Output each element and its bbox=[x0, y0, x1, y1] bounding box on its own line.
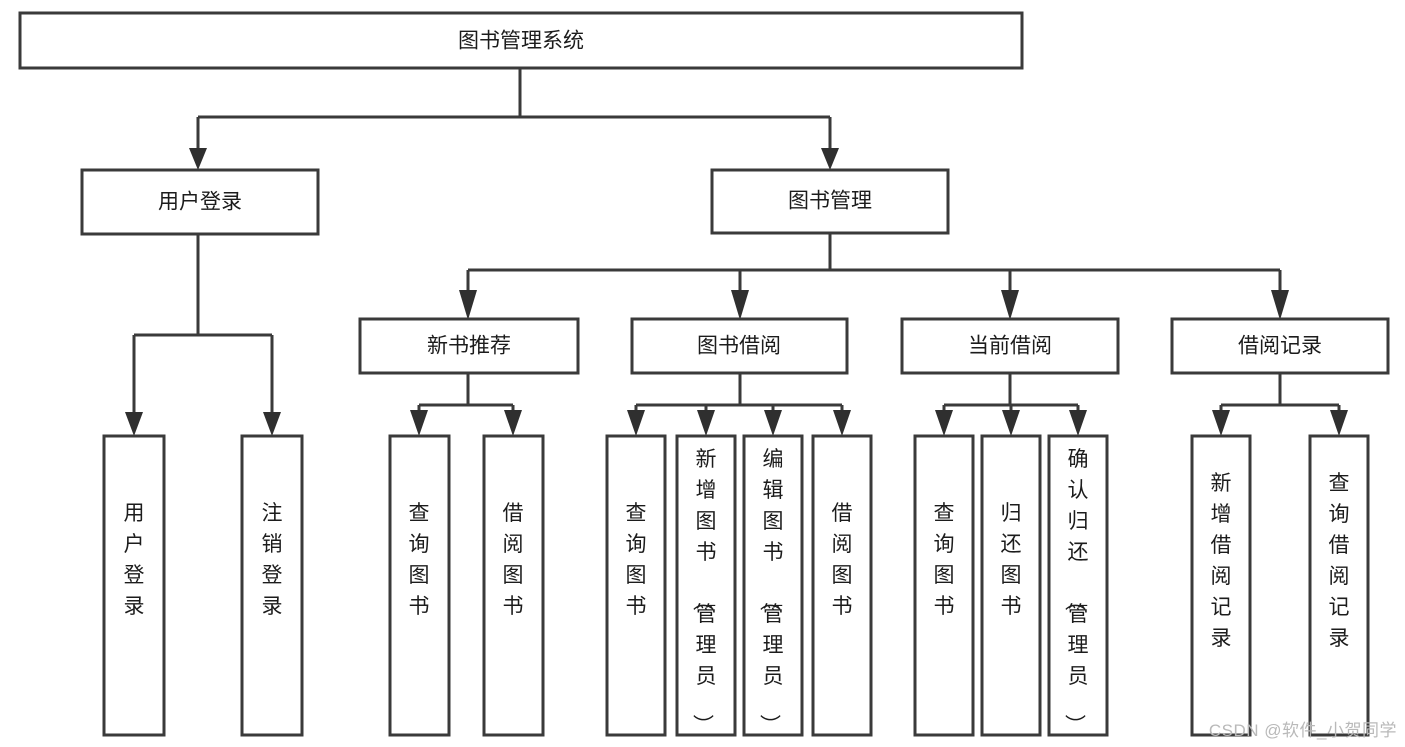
arrow-head-leaf-borrow-book-1 bbox=[504, 410, 522, 436]
node-user-login[interactable]: 用户登录 bbox=[80, 168, 320, 236]
node-leaf-confirm-return[interactable]: 确认归还（管理员） bbox=[1047, 434, 1109, 737]
node-leaf-query-book-2-label: 查询图书 bbox=[626, 502, 647, 618]
connector-group-book-borrow bbox=[627, 373, 851, 436]
node-book-borrow-label: 图书借阅 bbox=[697, 335, 781, 358]
node-book-borrow[interactable]: 图书借阅 bbox=[630, 317, 849, 375]
node-leaf-query-book-1-label: 查询图书 bbox=[409, 502, 430, 618]
connector-group-book-manage bbox=[459, 233, 1289, 320]
arrow-head-leaf-query-book-3 bbox=[935, 410, 953, 436]
node-book-manage-box[interactable] bbox=[710, 168, 950, 235]
node-leaf-borrow-book-1-box[interactable] bbox=[482, 434, 545, 737]
node-root-label: 图书管理系统 bbox=[458, 30, 584, 53]
node-leaf-borrow-book-2-box[interactable] bbox=[811, 434, 873, 737]
node-leaf-add-book-box[interactable] bbox=[675, 434, 737, 737]
node-book-borrow-box[interactable] bbox=[630, 317, 849, 375]
node-leaf-return-book-label: 归还图书 bbox=[1001, 502, 1022, 618]
node-leaf-add-record-label: 新增借阅记录 bbox=[1211, 472, 1232, 650]
arrow-head-leaf-user-login bbox=[125, 412, 143, 436]
node-leaf-user-login[interactable]: 用户登录 bbox=[102, 434, 166, 737]
arrow-head-leaf-confirm-return bbox=[1069, 410, 1087, 436]
node-root-box[interactable] bbox=[18, 11, 1024, 70]
arrow-head-new-book-recommend bbox=[459, 290, 477, 320]
node-leaf-add-book[interactable]: 新增图书（管理员） bbox=[675, 434, 737, 737]
node-leaf-edit-book[interactable]: 编辑图书（管理员） bbox=[742, 434, 804, 737]
node-leaf-logout-login-label: 注销登录 bbox=[262, 502, 283, 618]
arrow-head-leaf-query-book-2 bbox=[627, 410, 645, 436]
node-new-book-recommend-label: 新书推荐 bbox=[427, 335, 511, 358]
node-leaf-user-login-label: 用户登录 bbox=[124, 502, 145, 618]
node-borrow-record-box[interactable] bbox=[1170, 317, 1390, 375]
connector-group-new-book-recommend bbox=[410, 373, 522, 436]
arrow-head-leaf-add-record bbox=[1212, 410, 1230, 436]
node-new-book-recommend-box[interactable] bbox=[358, 317, 580, 375]
node-leaf-borrow-book-2-label: 借阅图书 bbox=[832, 502, 853, 618]
node-leaf-query-book-2-box[interactable] bbox=[605, 434, 667, 737]
node-leaf-borrow-book-1-label: 借阅图书 bbox=[503, 502, 524, 618]
connector-group-borrow-record bbox=[1212, 373, 1348, 436]
connector-group-current-borrow bbox=[935, 373, 1087, 436]
arrow-head-leaf-query-book-1 bbox=[410, 410, 428, 436]
arrow-head-leaf-query-record bbox=[1330, 410, 1348, 436]
arrow-head-borrow-record bbox=[1271, 290, 1289, 320]
node-user-login-box[interactable] bbox=[80, 168, 320, 236]
node-leaf-add-book-label: 新增图书（管理员） bbox=[691, 448, 717, 735]
arrow-head-leaf-logout-login bbox=[263, 412, 281, 436]
node-leaf-confirm-return-box[interactable] bbox=[1047, 434, 1109, 737]
node-current-borrow[interactable]: 当前借阅 bbox=[900, 317, 1120, 375]
node-new-book-recommend[interactable]: 新书推荐 bbox=[358, 317, 580, 375]
node-leaf-borrow-book-1[interactable]: 借阅图书 bbox=[482, 434, 545, 737]
node-leaf-query-book-3[interactable]: 查询图书 bbox=[913, 434, 975, 737]
node-borrow-record-label: 借阅记录 bbox=[1238, 335, 1322, 358]
arrow-head-leaf-borrow-book-2 bbox=[833, 410, 851, 436]
node-leaf-query-book-1[interactable]: 查询图书 bbox=[388, 434, 451, 737]
node-leaf-query-book-2[interactable]: 查询图书 bbox=[605, 434, 667, 737]
arrow-head-current-borrow bbox=[1001, 290, 1019, 320]
node-leaf-query-book-3-box[interactable] bbox=[913, 434, 975, 737]
node-leaf-return-book[interactable]: 归还图书 bbox=[980, 434, 1042, 737]
arrow-head-leaf-edit-book bbox=[764, 410, 782, 436]
connector-group-root bbox=[189, 68, 839, 170]
node-leaf-user-login-box[interactable] bbox=[102, 434, 166, 737]
node-leaf-borrow-book-2[interactable]: 借阅图书 bbox=[811, 434, 873, 737]
node-book-manage[interactable]: 图书管理 bbox=[710, 168, 950, 235]
node-leaf-query-book-1-box[interactable] bbox=[388, 434, 451, 737]
node-leaf-query-book-3-label: 查询图书 bbox=[934, 502, 955, 618]
arrow-head-book-manage bbox=[821, 148, 839, 170]
node-leaf-logout-login-box[interactable] bbox=[240, 434, 304, 737]
arrow-head-book-borrow bbox=[731, 290, 749, 320]
node-current-borrow-label: 当前借阅 bbox=[968, 335, 1052, 358]
node-book-manage-label: 图书管理 bbox=[788, 190, 872, 213]
node-leaf-logout-login[interactable]: 注销登录 bbox=[240, 434, 304, 737]
node-leaf-return-book-box[interactable] bbox=[980, 434, 1042, 737]
node-leaf-edit-book-label: 编辑图书（管理员） bbox=[758, 448, 784, 735]
node-current-borrow-box[interactable] bbox=[900, 317, 1120, 375]
node-leaf-confirm-return-label: 确认归还（管理员） bbox=[1063, 448, 1089, 735]
node-borrow-record[interactable]: 借阅记录 bbox=[1170, 317, 1390, 375]
node-root[interactable]: 图书管理系统 bbox=[18, 11, 1024, 70]
node-leaf-query-record-label: 查询借阅记录 bbox=[1329, 472, 1350, 650]
arrow-head-leaf-add-book bbox=[697, 410, 715, 436]
connector-group-user-login bbox=[125, 234, 281, 436]
node-leaf-add-record[interactable]: 新增借阅记录 bbox=[1190, 434, 1252, 737]
node-leaf-query-record[interactable]: 查询借阅记录 bbox=[1308, 434, 1370, 737]
node-leaf-query-record-box[interactable] bbox=[1308, 434, 1370, 737]
arrow-head-leaf-return-book bbox=[1002, 410, 1020, 436]
node-leaf-add-record-box[interactable] bbox=[1190, 434, 1252, 737]
arrow-head-user-login bbox=[189, 148, 207, 170]
node-leaf-edit-book-box[interactable] bbox=[742, 434, 804, 737]
node-user-login-label: 用户登录 bbox=[158, 191, 242, 214]
